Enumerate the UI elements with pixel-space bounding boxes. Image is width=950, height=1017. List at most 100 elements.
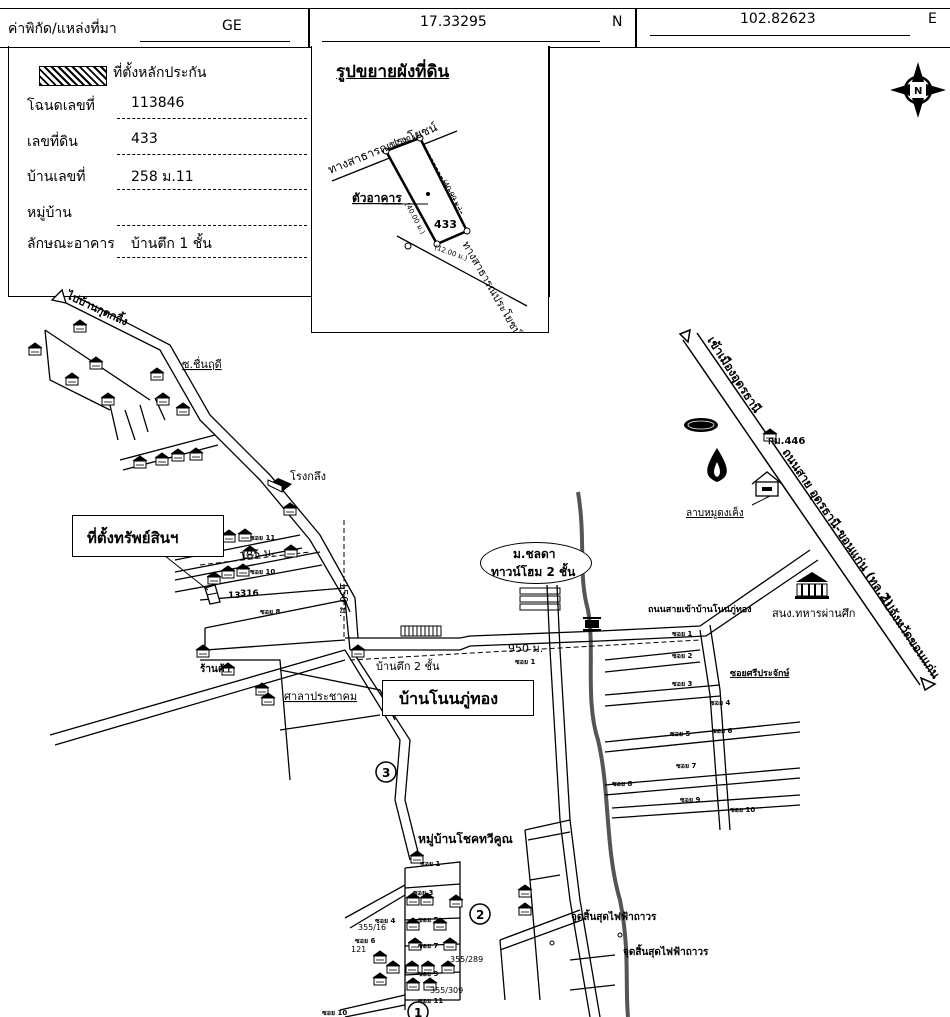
southern-village-roads	[339, 861, 461, 1017]
government-building-icon	[795, 572, 829, 599]
coordinate-header: ค่าพิกัด/แหล่งที่มา GE 17.33295 N 102.82…	[0, 8, 950, 48]
factory-icon	[267, 478, 292, 493]
soi-10-left-label: ซอย 10	[250, 568, 275, 576]
house2-label: บ้านตึก 2 ชั้น	[376, 658, 440, 673]
soi-9-label: ซอย 9	[680, 796, 700, 804]
building-type-label: ลักษณะอาคาร	[27, 236, 115, 252]
legend-label: ที่ตั้งหลักประกัน	[113, 65, 207, 81]
sala-label: ศาลาประชาคม	[284, 690, 357, 703]
source-underline	[140, 41, 290, 42]
house-no-label: บ้านเลขที่	[27, 169, 86, 185]
longitude-value: 102.82623	[740, 11, 816, 27]
property-info-box: ที่ตั้งหลักประกัน โฉนดเลขที่ 113846 เลขท…	[8, 46, 550, 297]
house-icons	[27, 319, 533, 991]
km-marker-icon	[762, 428, 778, 442]
distance-dashed-line	[349, 639, 701, 661]
building-block	[400, 625, 442, 637]
townhome-line1: ม.ชลดา	[513, 547, 556, 561]
marker-2-label: 2	[476, 908, 484, 922]
land-plan-drawing: ทางสาธารณประโยชน์ ทางสาธารณประโยชน์ ตัวอ…	[326, 120, 528, 332]
dotted-line	[117, 257, 307, 258]
marker-1-icon: 1	[407, 1001, 429, 1017]
north-south-road	[499, 584, 616, 1017]
soi-5-label: ซอย 5	[670, 730, 690, 738]
village-soi-9: ซอย 9	[418, 970, 438, 978]
substation-1-label: จุดสิ้นสุดไฟฟ้าถาวร	[571, 909, 657, 923]
soi-1-label: ซอย 1	[672, 630, 692, 638]
northwest-road	[44, 288, 421, 861]
divider	[635, 9, 637, 47]
deed-value: 113846	[131, 95, 185, 111]
longitude-suffix: E	[928, 11, 937, 27]
soi-sriprajak-label: ซอยศรีประจักษ์	[730, 667, 790, 679]
to-udon-label: เข้าเมืองอุดรธานี	[704, 334, 765, 417]
soi-chuenrudee-label: ซ.ชื่นฤดี	[182, 356, 222, 371]
soi-1b-label: ซอย 1	[515, 658, 535, 666]
soi-11-left-label: ซอย 11	[250, 534, 275, 542]
substation-dot-icon	[617, 932, 623, 938]
land-no-value: 433	[131, 131, 158, 147]
village-soi-6: ซอย 6	[355, 937, 375, 945]
coord-source: GE	[222, 18, 242, 34]
street-grid	[604, 624, 801, 831]
village-soi-4: ซอย 4	[375, 917, 395, 925]
dotted-line	[117, 225, 307, 226]
restaurant-icon	[751, 471, 783, 506]
village-name-label: บ้านโนนภู่ทอง	[382, 680, 534, 716]
inset-title: รูปขยายผังที่ดิน	[336, 62, 450, 82]
soi-7-label: ซอย 7	[676, 762, 696, 770]
house-355-289-label: 355/289	[450, 955, 483, 964]
land-no-label: เลขที่ดิน	[27, 134, 78, 150]
house-121-label: 121	[351, 945, 366, 954]
soi-8-left-label: ซอย 8	[260, 608, 280, 616]
soi-3-label: ซอย 3	[672, 680, 692, 688]
village-label: หมู่บ้าน	[27, 205, 72, 221]
marker-2-icon: 2	[469, 903, 491, 925]
lat-underline	[322, 41, 600, 42]
coord-label: ค่าพิกัด/แหล่งที่มา	[8, 21, 117, 37]
asset-parcel-icon	[204, 584, 221, 605]
village-soi-7: ซอย 7	[418, 942, 438, 950]
marker-1-label: 1	[414, 1006, 422, 1017]
dotted-line	[117, 154, 307, 155]
substation-dot-icon	[549, 940, 555, 946]
village-soi-5: ซอย 5	[418, 916, 438, 924]
house-13-label: 13	[228, 591, 241, 601]
dotted-line	[117, 118, 307, 119]
soi-10-label: ซอย 10	[730, 806, 755, 814]
military-office-label: สนง.ทหารผ่านศึก	[772, 607, 855, 620]
house-316-label: 316	[240, 589, 259, 599]
lon-underline	[650, 35, 910, 36]
townhome-label: ม.ชลดา ทาวน์โฮม 2 ชั้น	[480, 542, 592, 584]
inset-plot-number: 433	[434, 218, 457, 231]
north-arrow-icon: N	[890, 62, 946, 118]
marker-3-label: 3	[382, 766, 390, 780]
village-soi-3: ซอย 3	[413, 889, 433, 897]
ford-logo-icon	[684, 418, 718, 432]
village-name-text: บ้านโนนภู่ทอง	[399, 689, 499, 708]
dotted-line	[117, 189, 307, 190]
land-plan-inset: รูปขยายผังที่ดิน ทางสาธารณประโยชน์ ทางสา…	[311, 46, 549, 333]
to-khonkaen-label: ไปจังหวัดขอนแก่น	[876, 592, 944, 682]
bridge-icon	[583, 617, 601, 631]
road-entry-label: ถนนสายเข้าบ้านโนนภู่ทอง	[648, 603, 752, 615]
house-no-value: 258 ม.11	[131, 169, 194, 185]
highway-label: ถนนสาย อุดรธานี-ขอนแก่น (ทล.2)	[779, 446, 896, 610]
dist-950-label: 950 ม.	[508, 642, 543, 655]
soi-6-label: ซอย 6	[712, 727, 732, 735]
village-soi-10: ซอย 10	[322, 1009, 347, 1017]
soi-2-label: ซอย 2	[672, 652, 692, 660]
house-355-16-label: 355/16	[358, 923, 386, 932]
marker-3-icon: 3	[375, 761, 397, 783]
larb-shop-label: ลาบหมูดงเค็ง	[686, 505, 744, 519]
latitude-value: 17.33295	[420, 14, 487, 30]
highway-road	[678, 328, 937, 692]
km-label: กม.446	[768, 436, 805, 447]
soi-4-label: ซอย 4	[710, 699, 730, 707]
north-label: N	[914, 86, 922, 97]
legend-hatch-swatch	[39, 66, 107, 86]
house-355-309-label: 355/309	[430, 986, 463, 995]
deed-label: โฉนดเลขที่	[27, 98, 95, 114]
soi-8-label: ซอย 8	[612, 780, 632, 788]
village-soi-11: ซอย 11	[418, 997, 443, 1005]
